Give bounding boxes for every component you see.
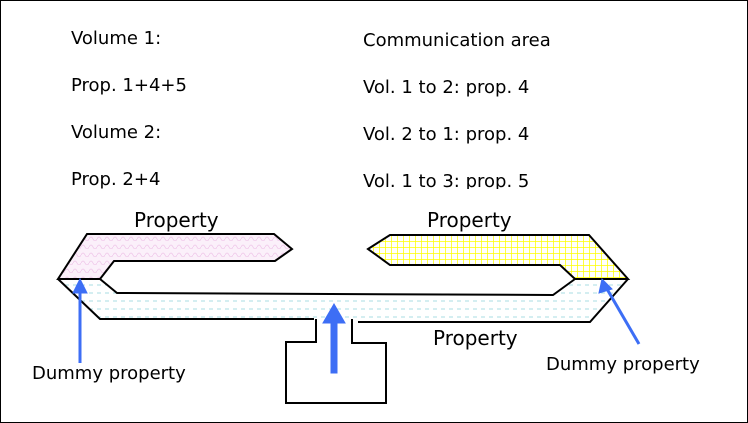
left-line-1: Volume 1:	[71, 28, 162, 49]
dummy-left-label: Dummy property	[32, 363, 186, 384]
left-line-2: Prop. 1+4+5	[71, 75, 187, 96]
cyan-band-outline	[57, 278, 629, 323]
up-arrow-icon	[322, 303, 346, 374]
top-right-property-label: Property	[427, 208, 512, 232]
left-line-4: Prop. 2+4	[71, 169, 161, 189]
right-line-2: Vol. 1 to 2: prop. 4	[363, 77, 530, 98]
text-block: Volume 1: Prop. 1+4+5 Volume 2: Prop. 2+…	[1, 1, 747, 189]
pink-property-shape	[56, 233, 294, 280]
top-left-property-label: Property	[134, 208, 219, 232]
right-line-1: Communication area	[363, 30, 551, 51]
cyan-property-band	[58, 279, 628, 322]
yellow-property-shape	[366, 234, 631, 280]
right-dummy-arrow-icon	[605, 288, 641, 345]
right-line-4: Vol. 1 to 3: prop. 5	[363, 171, 530, 189]
dummy-right-label: Dummy property	[546, 354, 700, 375]
bottom-property-label: Property	[433, 326, 518, 350]
right-line-3: Vol. 2 to 1: prop. 4	[363, 124, 530, 145]
left-line-3: Volume 2:	[71, 122, 162, 143]
